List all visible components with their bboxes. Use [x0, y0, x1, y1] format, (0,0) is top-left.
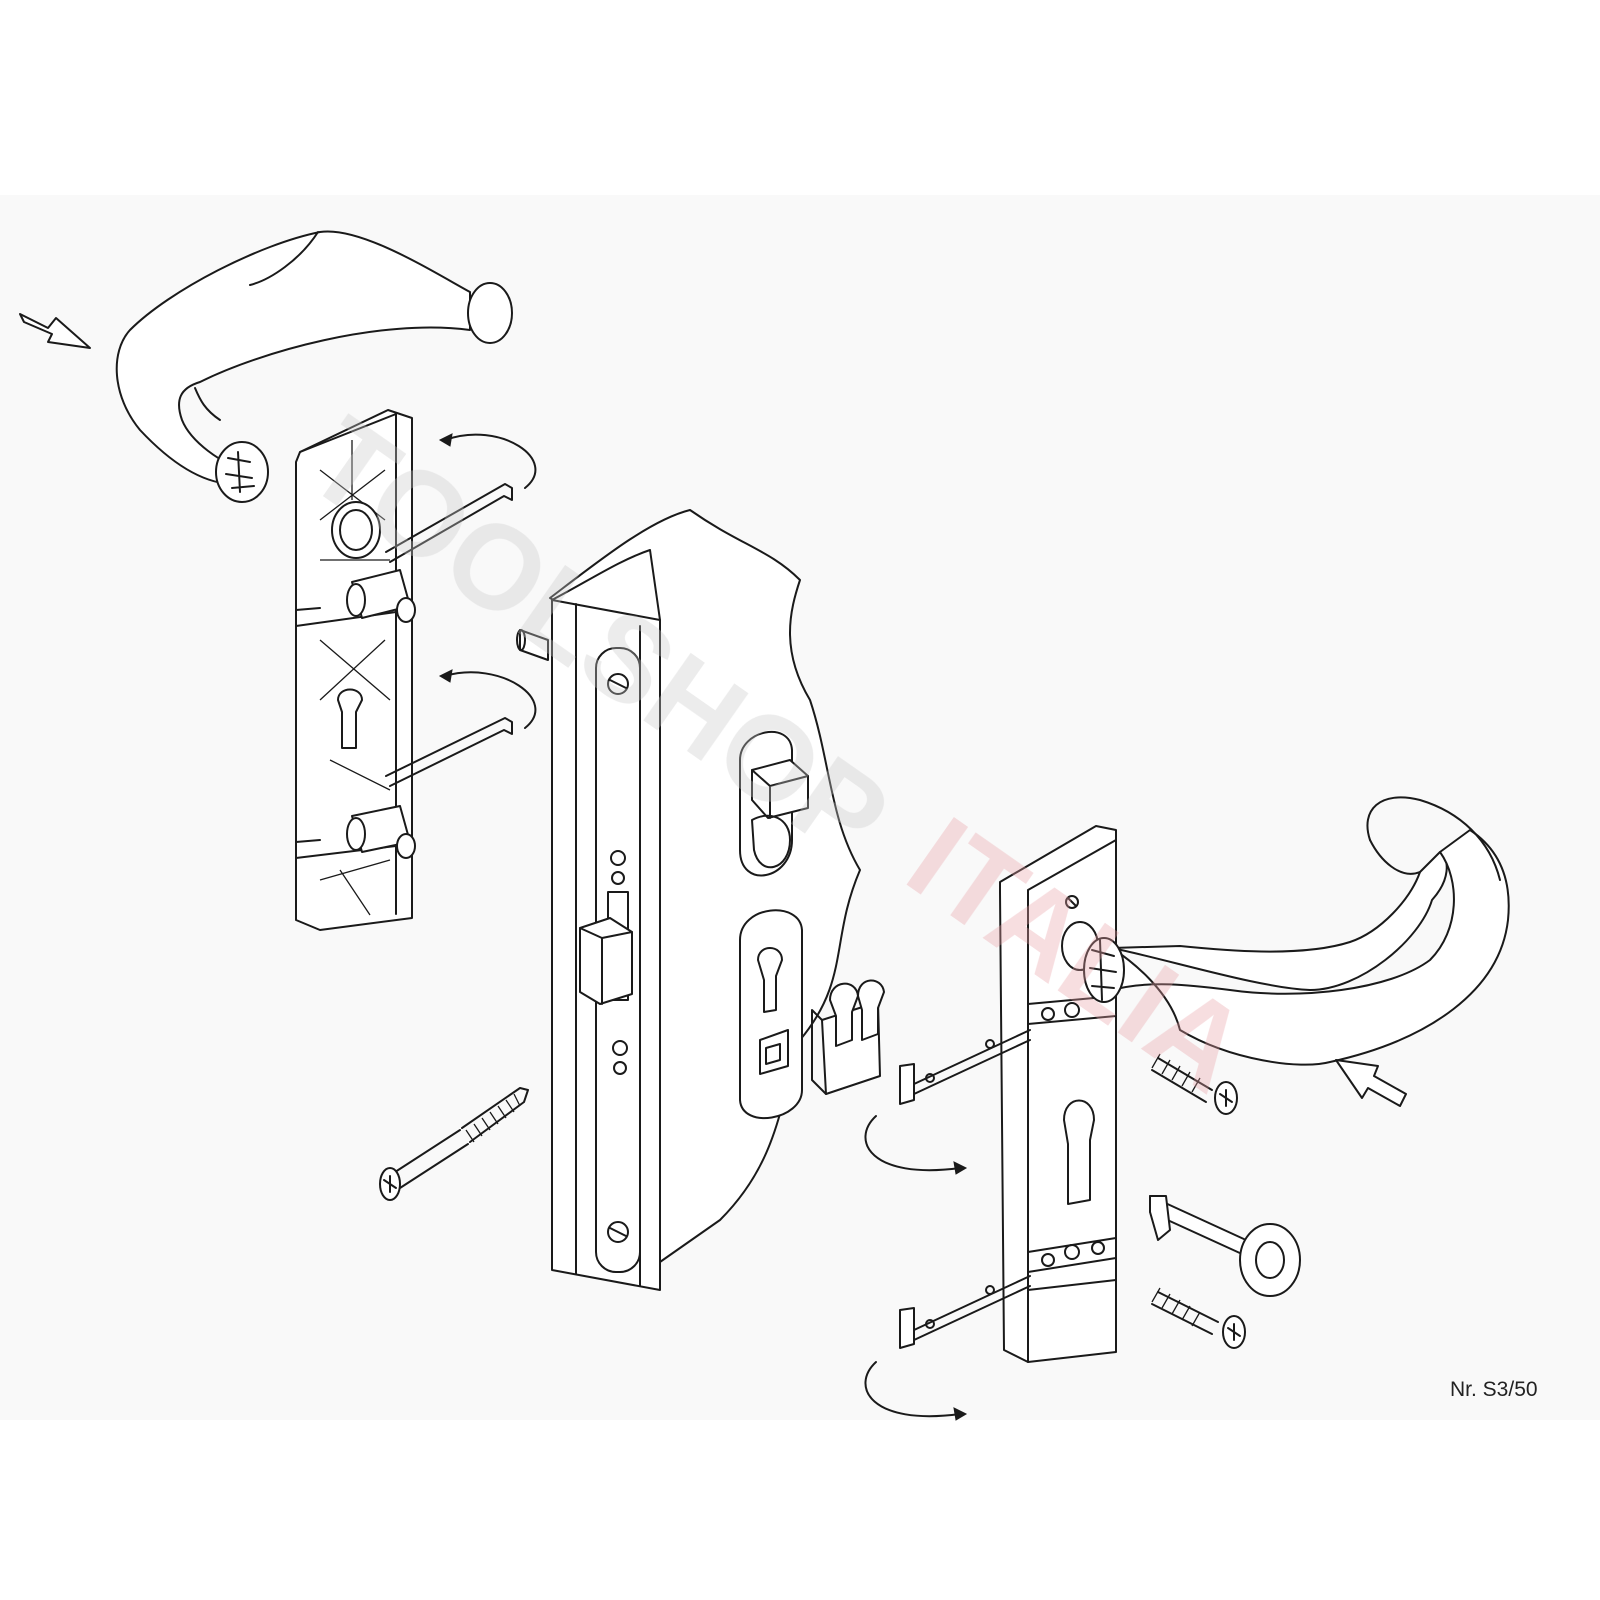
cylinder-cam-insert: [811, 979, 885, 1095]
rotation-arrow-right-upper-icon: [864, 1115, 968, 1175]
left-lever-handle: [115, 230, 513, 503]
right-screw-upper: [1151, 1053, 1238, 1115]
door-cylinder-cutout: [739, 909, 803, 1119]
left-plate-pins: [346, 569, 416, 859]
rotation-arrow-right-lower-icon: [864, 1361, 968, 1421]
right-plate-brackets: [899, 1029, 1031, 1349]
key: [1149, 1195, 1301, 1297]
left-back-plate: [295, 409, 413, 931]
catalog-number: Nr. S3/50: [1450, 1378, 1538, 1401]
right-screw-lower: [1151, 1287, 1246, 1349]
insert-arrow-right-icon: [1335, 1059, 1407, 1107]
rotation-arrow-left-upper-icon: [438, 433, 537, 489]
rotation-arrow-left-lower-icon: [438, 669, 537, 729]
door-lever-cutout: [739, 731, 809, 877]
long-screw: [379, 1087, 529, 1201]
left-plate-clips: [385, 483, 513, 787]
right-lever-handle: [1083, 796, 1510, 1066]
spindle-stub: [516, 629, 549, 661]
insert-arrow-left-icon: [19, 313, 91, 349]
latch-bolt: [579, 891, 633, 1005]
